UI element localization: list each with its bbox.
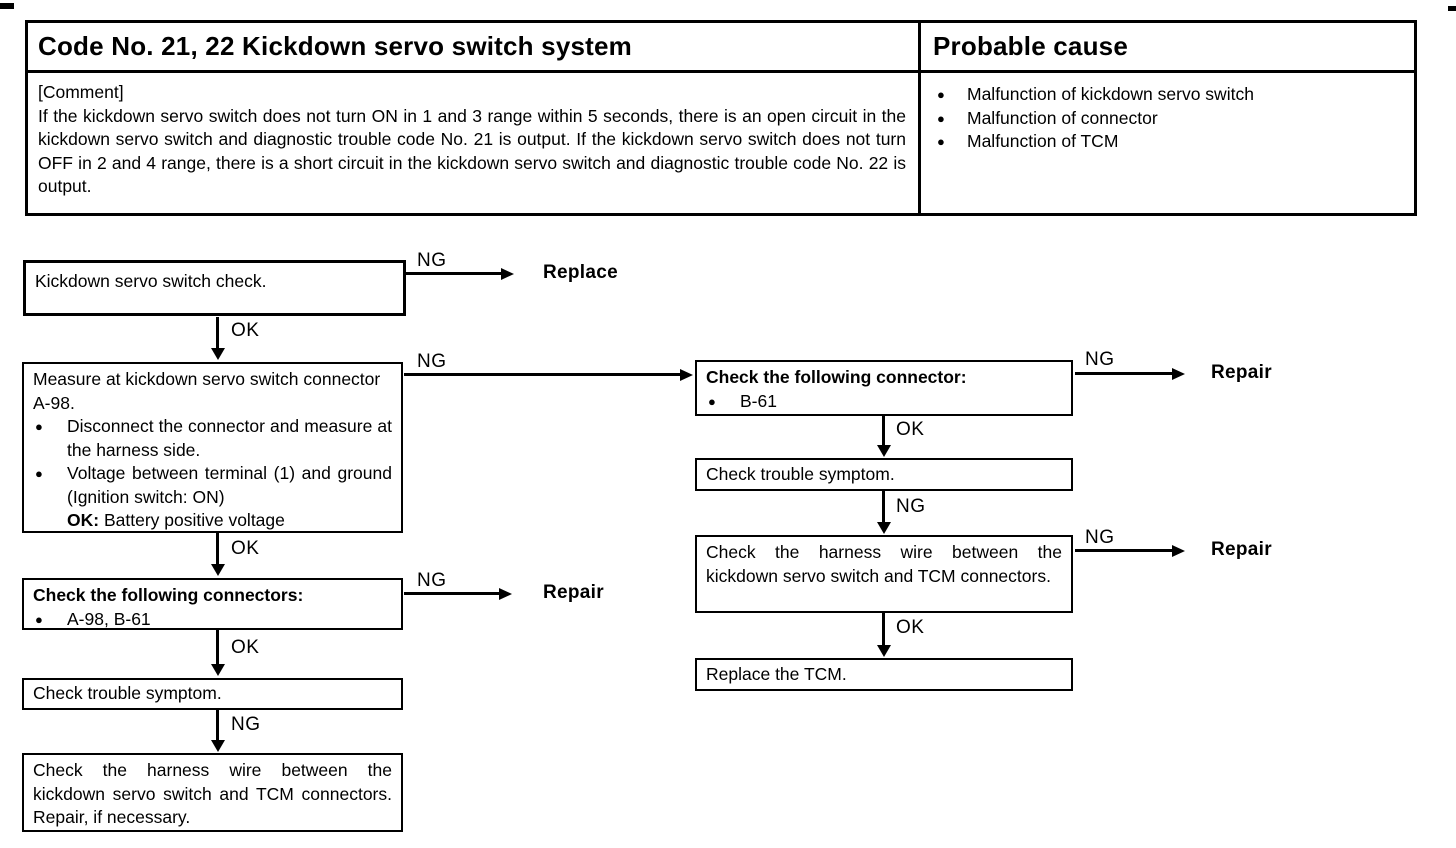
flow-box-check-connectors-a98-b61: Check the following connectors: ● A-98, … <box>22 578 403 630</box>
replace-terminal-label: Replace <box>543 262 618 283</box>
probable-cause-item: ● Malfunction of connector <box>933 107 1402 131</box>
ng-arrow-box4-to-box5 <box>216 710 219 741</box>
probable-cause-text: Malfunction of kickdown servo switch <box>967 84 1254 104</box>
ok-label: OK <box>231 637 260 658</box>
flow-bullet-item: ● Voltage between terminal (1) and groun… <box>33 462 392 509</box>
flow-box-text: Kickdown servo switch check. <box>35 271 267 291</box>
probable-cause-text: Malfunction of TCM <box>967 131 1119 151</box>
ng-arrow-r3-to-repair <box>1075 549 1172 552</box>
flow-bullet-item: ● A-98, B-61 <box>33 608 392 632</box>
bullet-icon: ● <box>937 110 945 126</box>
ng-label: NG <box>417 250 447 271</box>
probable-cause-header: Probable cause <box>933 31 1128 61</box>
code-title-cell: Code No. 21, 22 Kickdown servo switch sy… <box>28 23 921 70</box>
repair-terminal-label: Repair <box>543 582 604 603</box>
flow-box-replace-tcm: Replace the TCM. <box>695 658 1073 691</box>
repair-terminal-label: Repair <box>1211 362 1272 383</box>
ok-condition-label: OK: <box>67 510 100 530</box>
bullet-icon: ● <box>35 466 43 481</box>
ok-condition-text: Battery positive voltage <box>103 510 285 530</box>
ok-arrow-box1-to-box2 <box>216 317 219 349</box>
code-info-table: Code No. 21, 22 Kickdown servo switch sy… <box>25 20 1417 216</box>
flow-bullet-item: ● Disconnect the connector and measure a… <box>33 415 392 462</box>
ng-label: NG <box>1085 527 1115 548</box>
ng-label: NG <box>231 714 261 735</box>
ng-label: NG <box>417 351 447 372</box>
scan-artifact <box>0 3 14 9</box>
flow-box-kickdown-servo-switch-check: Kickdown servo switch check. <box>23 260 406 316</box>
flow-bullet-text: Voltage between terminal (1) and ground … <box>67 463 392 507</box>
bullet-icon: ● <box>35 419 43 434</box>
ok-arrow-box3-to-box4 <box>216 630 219 665</box>
ok-label: OK <box>231 320 260 341</box>
ok-label: OK <box>896 617 925 638</box>
scan-artifact <box>1448 6 1456 11</box>
flow-box-text: Measure at kickdown servo switch connect… <box>33 369 381 413</box>
flow-box-text: Check the harness wire between the kickd… <box>706 542 1062 586</box>
flow-bullet-text: Disconnect the connector and measure at … <box>67 416 392 460</box>
flow-bullet-text: B-61 <box>740 390 777 411</box>
ok-label: OK <box>896 419 925 440</box>
ok-label: OK <box>231 538 260 559</box>
probable-cause-cell: ● Malfunction of kickdown servo switch ●… <box>921 73 1414 213</box>
flow-box-text: Replace the TCM. <box>706 664 847 684</box>
ok-arrow-r3-to-r4 <box>882 613 885 646</box>
bullet-icon: ● <box>708 393 716 409</box>
ng-label: NG <box>896 496 926 517</box>
flow-box-check-trouble-symptom-right: Check trouble symptom. <box>695 458 1073 491</box>
bullet-icon: ● <box>937 87 945 102</box>
ng-arrow-box3-to-repair <box>404 592 499 595</box>
ok-arrow-r1-to-r2 <box>882 416 885 446</box>
flow-box-title: Check the following connectors: <box>33 585 304 605</box>
ng-label: NG <box>417 570 447 591</box>
flow-box-text: Check trouble symptom. <box>706 464 895 484</box>
probable-cause-item: ● Malfunction of TCM <box>933 130 1402 154</box>
flow-box-measure-connector-a98: Measure at kickdown servo switch connect… <box>22 362 403 533</box>
flow-box-title: Check the following connector: <box>706 367 967 387</box>
table-body-row: [Comment] If the kickdown servo switch d… <box>28 73 1414 213</box>
ng-arrow-box2-to-connector-b61 <box>404 373 680 376</box>
ok-arrow-box2-to-box3 <box>216 533 219 565</box>
flow-box-text: Check the harness wire between the kickd… <box>33 760 392 827</box>
probable-cause-text: Malfunction of connector <box>967 107 1158 128</box>
comment-text: If the kickdown servo switch does not tu… <box>38 105 906 197</box>
flow-bullet-text: A-98, B-61 <box>67 608 151 629</box>
ng-arrow-r1-to-repair <box>1075 372 1172 375</box>
comment-label: [Comment] <box>38 82 124 102</box>
flow-box-text: Check trouble symptom. <box>33 683 222 703</box>
flow-box-check-connector-b61: Check the following connector: ● B-61 <box>695 360 1073 416</box>
repair-terminal-label: Repair <box>1211 539 1272 560</box>
ng-label: NG <box>1085 349 1115 370</box>
flow-box-check-harness-wire-right: Check the harness wire between the kickd… <box>695 535 1073 613</box>
flow-bullet-item: ● B-61 <box>706 390 1062 414</box>
ng-arrow-box1-to-replace <box>406 272 501 275</box>
page-title: Code No. 21, 22 Kickdown servo switch sy… <box>38 31 633 61</box>
probable-cause-list: ● Malfunction of kickdown servo switch ●… <box>933 83 1402 154</box>
flow-box-check-harness-wire-left: Check the harness wire between the kickd… <box>22 753 403 832</box>
probable-cause-item: ● Malfunction of kickdown servo switch <box>933 83 1402 107</box>
comment-cell: [Comment] If the kickdown servo switch d… <box>28 73 921 213</box>
bullet-icon: ● <box>35 611 43 627</box>
flow-ok-condition: OK: Battery positive voltage <box>33 509 392 533</box>
table-header-row: Code No. 21, 22 Kickdown servo switch sy… <box>28 23 1414 73</box>
ng-arrow-r2-to-r3 <box>882 491 885 523</box>
flow-box-check-trouble-symptom-left: Check trouble symptom. <box>22 678 403 710</box>
probable-cause-header-cell: Probable cause <box>921 23 1414 70</box>
bullet-icon: ● <box>937 134 945 149</box>
